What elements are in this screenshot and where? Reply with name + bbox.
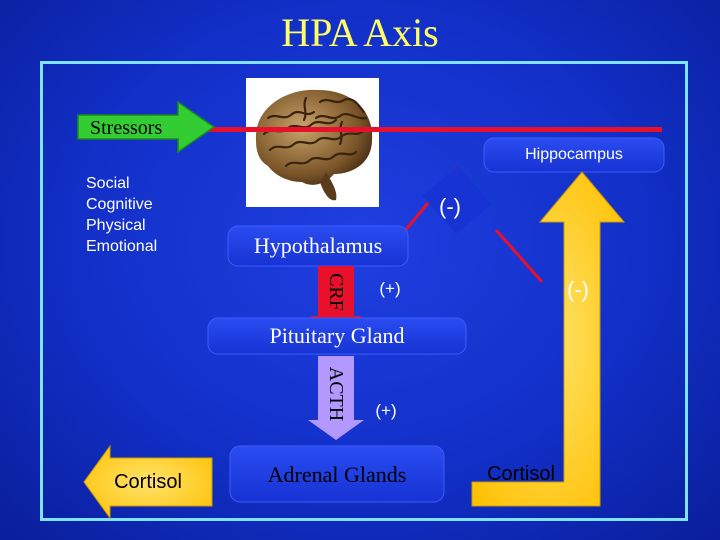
stressors-label: Stressors xyxy=(90,117,163,139)
acth-effect-sign: (+) xyxy=(375,401,397,420)
stressor-type: Social xyxy=(86,175,130,192)
cortisol-right-label: Cortisol xyxy=(487,463,555,485)
feedback-line-right xyxy=(494,229,544,283)
acth-arrow xyxy=(308,356,364,440)
hypothalamus-feedback-box xyxy=(422,166,492,234)
stressor-type: Physical xyxy=(86,217,146,234)
crf-label: CRF xyxy=(325,273,347,311)
crf-effect-sign: (+) xyxy=(379,279,401,298)
adrenal-label: Adrenal Glands xyxy=(267,462,407,487)
hippocampus-box xyxy=(483,137,665,173)
slide-title: HPA Axis xyxy=(281,10,439,55)
cortisol-left-arrow xyxy=(83,444,213,520)
acth-label: ACTH xyxy=(325,366,347,422)
stressor-type: Cognitive xyxy=(86,196,153,213)
stressors-arrow xyxy=(77,100,216,154)
cortisol-feedback-arrow xyxy=(471,171,626,507)
pituitary-box xyxy=(207,317,467,355)
hippocampus-label: Hippocampus xyxy=(525,146,623,163)
hypothalamus-feedback-sign: (-) xyxy=(439,194,461,219)
hippocampus-feedback-sign: (-) xyxy=(567,277,589,302)
hypothalamus-label: Hypothalamus xyxy=(253,233,383,258)
adrenal-box xyxy=(229,445,445,503)
stressor-red-line xyxy=(186,127,662,132)
stressor-types: Social Cognitive Physical Emotional xyxy=(86,173,157,257)
cortisol-left-label: Cortisol xyxy=(114,471,182,493)
diagram-frame xyxy=(40,61,688,521)
stressor-type: Emotional xyxy=(86,238,158,255)
pituitary-label: Pituitary Gland xyxy=(269,323,405,348)
